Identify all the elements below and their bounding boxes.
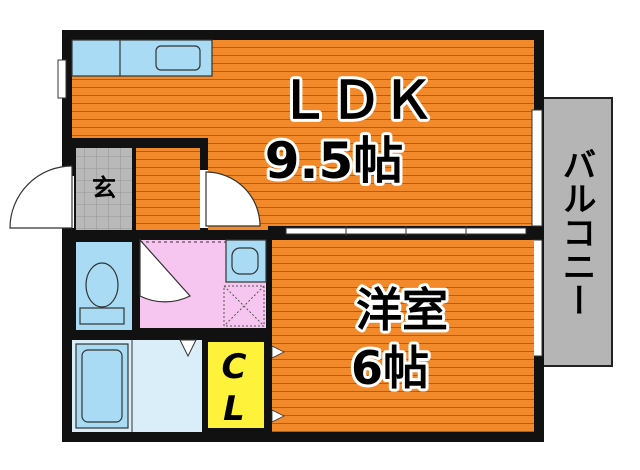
hall-ldk-door xyxy=(200,170,261,228)
washroom xyxy=(139,238,267,328)
entrance-area: 玄 xyxy=(76,148,132,230)
closet-label-l: L xyxy=(223,389,245,429)
western-room-size: 6帖 xyxy=(351,341,429,395)
closet: C L xyxy=(204,338,268,432)
closet-label-c: C xyxy=(222,347,247,387)
western-room-name: 洋室 xyxy=(356,283,448,337)
sliding-door-ldk-western xyxy=(285,226,527,236)
bathroom xyxy=(72,339,202,432)
ldk-balcony-window xyxy=(531,109,543,227)
ldk-room-name: ＬＤＫ xyxy=(278,71,434,131)
entrance-label: 玄 xyxy=(92,174,116,202)
entrance-door xyxy=(9,165,74,229)
kitchen-sink xyxy=(155,45,201,71)
toilet-bowl xyxy=(85,262,119,308)
ldk-left-window xyxy=(57,59,67,99)
toilet-room xyxy=(76,242,132,330)
hallway-floor xyxy=(136,148,200,230)
washing-machine-space xyxy=(223,285,265,327)
balcony: バルコニー xyxy=(539,97,613,367)
western-room xyxy=(271,240,534,432)
balcony-label: バルコニー xyxy=(556,147,596,317)
kitchen-counter xyxy=(71,39,213,77)
toilet-tank xyxy=(79,307,125,325)
ldk-room-size: 9.5帖 xyxy=(265,132,404,190)
